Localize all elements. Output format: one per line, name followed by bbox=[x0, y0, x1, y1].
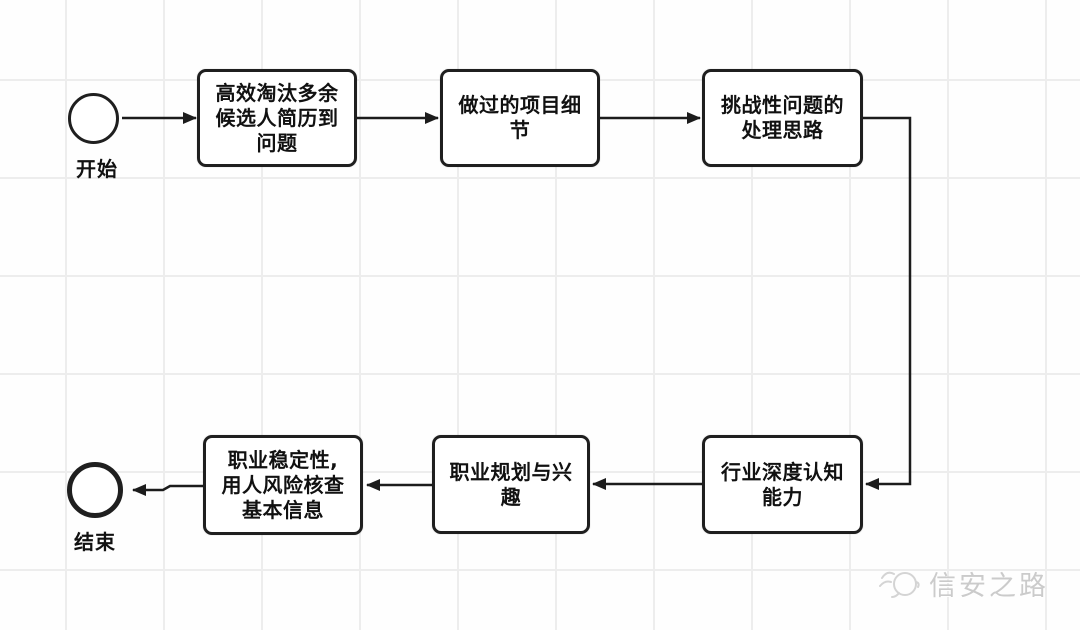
node-label: 高效淘汰多余 候选人简历到 问题 bbox=[215, 80, 339, 155]
node-industry-depth[interactable]: 行业深度认知 能力 bbox=[702, 435, 863, 534]
start-event-label: 开始 bbox=[76, 157, 118, 181]
bird-doodle-icon bbox=[879, 571, 920, 598]
node-challenge-thinking[interactable]: 挑战性问题的 处理思路 bbox=[702, 69, 863, 167]
node-screen-resumes[interactable]: 高效淘汰多余 候选人简历到 问题 bbox=[197, 69, 357, 167]
node-stability-check[interactable]: 职业稳定性, 用人风险核查 基本信息 bbox=[203, 435, 363, 535]
watermark: 信安之路 bbox=[878, 556, 1074, 610]
edge-node6-to-end bbox=[132, 484, 203, 496]
node-project-details[interactable]: 做过的项目细 节 bbox=[440, 69, 600, 167]
watermark-text: 信安之路 bbox=[929, 570, 1049, 602]
end-event-label: 结束 bbox=[74, 530, 116, 554]
edge-node3-to-node4 bbox=[863, 116, 912, 490]
node-label: 挑战性问题的 处理思路 bbox=[721, 93, 844, 142]
node-label: 职业稳定性, 用人风险核查 基本信息 bbox=[221, 447, 345, 522]
node-label: 职业规划与兴 趣 bbox=[449, 459, 573, 509]
node-label: 行业深度认知 能力 bbox=[721, 459, 844, 509]
node-label: 做过的项目细 节 bbox=[458, 93, 582, 142]
start-event-circle[interactable] bbox=[68, 93, 119, 144]
node-career-plan[interactable]: 职业规划与兴 趣 bbox=[432, 435, 590, 534]
end-event-circle[interactable] bbox=[67, 462, 123, 518]
